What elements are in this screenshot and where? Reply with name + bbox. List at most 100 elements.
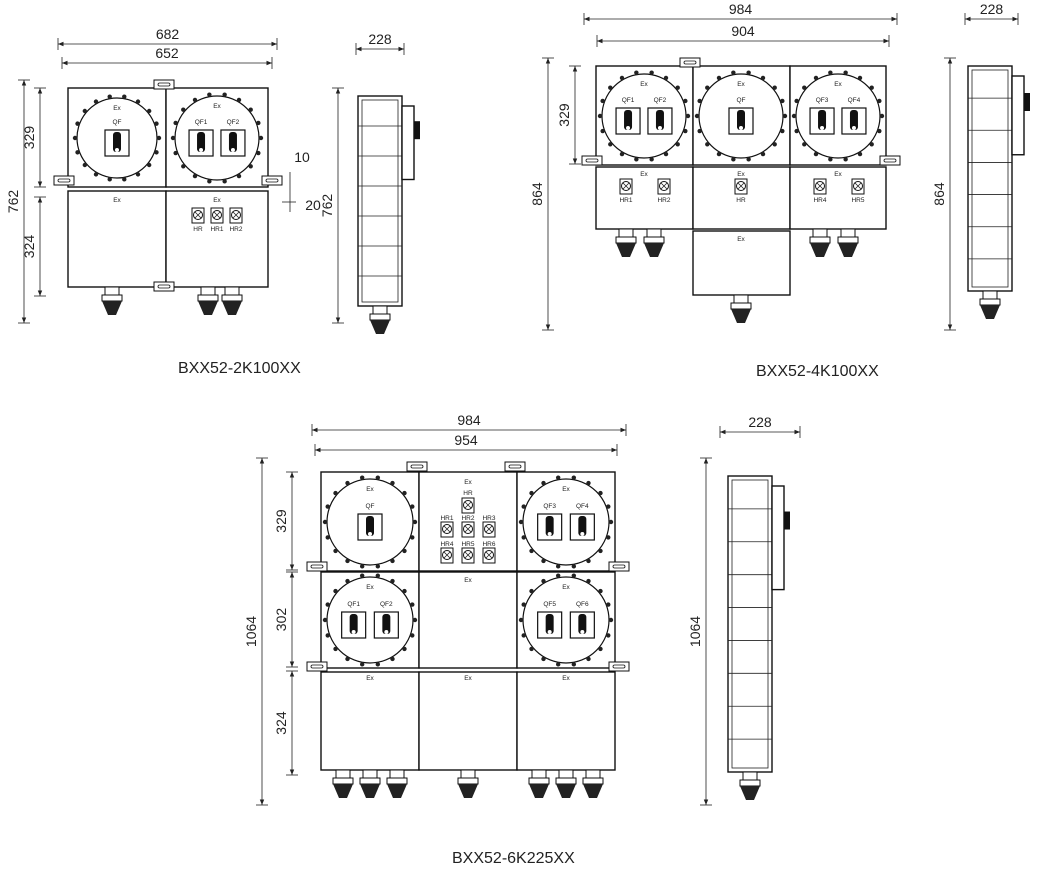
bolt [586, 578, 591, 584]
bolt [649, 157, 654, 162]
bolt [345, 558, 350, 564]
switch-pivot [739, 126, 743, 130]
dial-2k-left-switch-label: QF [112, 119, 121, 126]
dial-6k-mid-right-switch-label: QF6 [576, 601, 589, 608]
bolt [598, 588, 603, 594]
bolt [697, 98, 702, 104]
bolt [402, 490, 407, 496]
bolt [879, 113, 885, 119]
lamp-label: HR1 [440, 515, 453, 522]
bolt [606, 535, 611, 540]
bolt [683, 98, 688, 104]
switch-handle-icon [624, 110, 633, 130]
dim-2k-detail-b: 20 [305, 197, 321, 213]
bolt [72, 135, 78, 141]
bolt [541, 656, 546, 662]
gland-2k-3-seal [222, 301, 242, 315]
dial-6k-mid-left-ex: Ex [366, 584, 374, 591]
bolt [571, 662, 577, 667]
bolt [782, 113, 788, 119]
gland-4k-5-seal [731, 309, 751, 323]
bolt [82, 108, 88, 114]
bolt [521, 633, 526, 638]
gland-4k-2-nut [643, 236, 665, 244]
bolt [75, 121, 80, 126]
bolt [606, 602, 611, 607]
bolt [236, 173, 242, 179]
bolt [402, 588, 407, 594]
bolt [555, 564, 561, 569]
bolt [705, 85, 710, 90]
bolt [598, 646, 603, 652]
bolt [529, 548, 534, 554]
ex-4k-mid-right: Ex [834, 171, 842, 178]
bolt [597, 113, 603, 119]
gland-2k-1-nut [101, 294, 123, 302]
dim-2k-inner-value: 652 [155, 45, 179, 61]
dial-4k-right-switch-label: QF4 [848, 97, 861, 104]
bolt [181, 164, 186, 169]
gland-6k-2-nut [386, 777, 408, 785]
dim-6k-side-height-value: 1064 [687, 616, 703, 647]
bolt [345, 656, 350, 662]
bolt [746, 70, 751, 75]
bolt [390, 558, 395, 564]
bolt [780, 128, 785, 134]
bolt [746, 157, 751, 162]
bolt [780, 98, 785, 104]
dial-6k-mid-right-ex: Ex [562, 584, 570, 591]
bolt [93, 172, 99, 177]
bolt [857, 151, 863, 157]
bolt [122, 177, 127, 182]
bolt [256, 120, 261, 126]
bolt [675, 85, 680, 90]
gland-6k-1-seal [360, 784, 380, 798]
lamp-cross [464, 501, 472, 509]
dim-4k-side-height-value: 864 [931, 182, 947, 206]
bolt [731, 157, 736, 162]
gland-6k-4 [531, 769, 547, 779]
bolt [598, 548, 603, 554]
side-2k-inner [361, 99, 399, 303]
bolt [705, 142, 710, 147]
bolt [222, 92, 227, 97]
side-6k [727, 475, 773, 773]
bolt [772, 142, 777, 147]
bolt [571, 475, 577, 480]
gland-4k-3-nut [809, 236, 831, 244]
dial-2k-left-ex: Ex [113, 105, 121, 112]
bracket-6k-l1-slot [310, 564, 324, 569]
panel-6k-mid-mid [418, 571, 518, 669]
switch-handle-icon [197, 132, 206, 152]
gland-6k-0-seal [333, 784, 353, 798]
bolt [877, 98, 882, 104]
switch-pivot [115, 148, 119, 152]
bolt [154, 121, 159, 126]
side-6k-flange [771, 485, 785, 591]
bolt [359, 475, 365, 480]
gland-2k-side-nut [369, 313, 391, 321]
switch-handle-icon [578, 516, 587, 536]
bolt [541, 480, 546, 486]
lamp-cross [660, 182, 668, 190]
panel-2k-bottom-right [165, 190, 269, 288]
bolt [600, 98, 605, 104]
bolt [82, 162, 88, 168]
lamp-cross [854, 182, 862, 190]
dial-4k-right-ex: Ex [834, 81, 842, 88]
ex-4k-bottom: Ex [737, 236, 745, 243]
gland-6k-3-seal [458, 784, 478, 798]
bolt [325, 535, 330, 540]
ex-6k-bottom-left: Ex [366, 675, 374, 682]
dim-6k-outer-value: 984 [457, 412, 481, 428]
gland-6k-0-nut [332, 777, 354, 785]
gland-4k-5 [733, 294, 749, 304]
gland-6k-2-seal [387, 784, 407, 798]
bolt [555, 573, 561, 578]
gland-2k-side [372, 305, 388, 315]
bolt [248, 164, 253, 169]
bolt [608, 617, 614, 623]
lamp-label: HR [736, 197, 746, 204]
gland-6k-side [742, 771, 758, 781]
